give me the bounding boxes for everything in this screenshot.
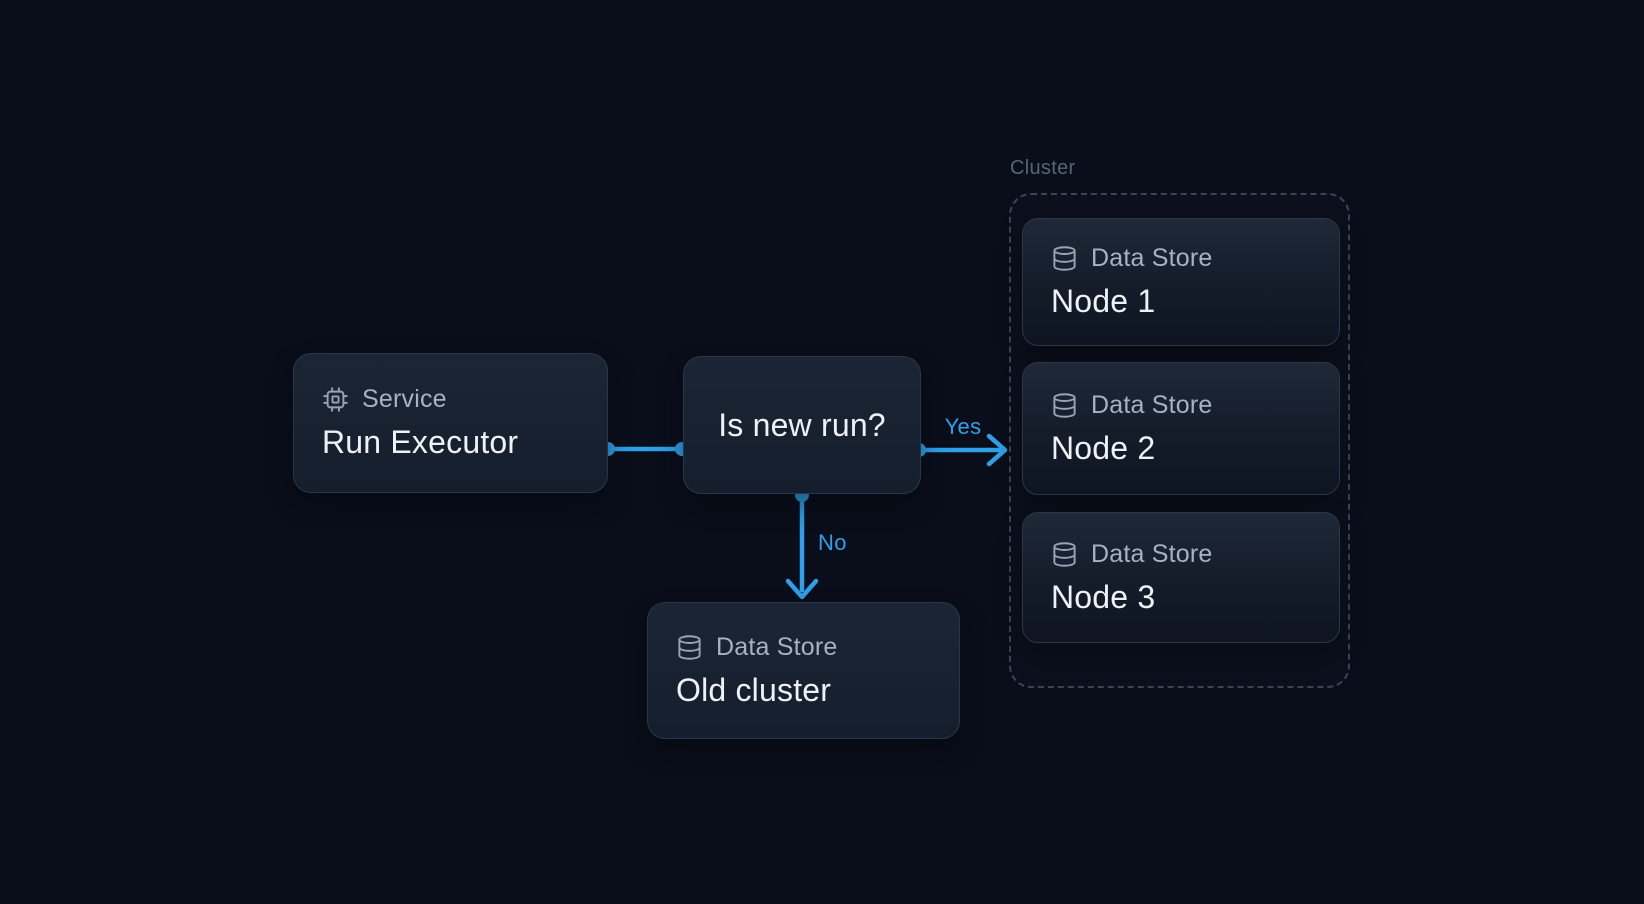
node-kind-label: Data Store	[1091, 244, 1213, 272]
node-title: Node 3	[1051, 578, 1156, 615]
node-datastore-1[interactable]: Data Store Node 1	[1022, 218, 1340, 346]
node-kind-row: Data Store	[1051, 391, 1311, 420]
edge-service-to-decision[interactable]	[601, 442, 689, 456]
node-kind-label: Data Store	[716, 632, 838, 661]
edge-decision-to-cluster-yes[interactable]	[912, 433, 1008, 467]
database-icon	[1051, 541, 1078, 568]
database-icon	[1051, 392, 1078, 419]
node-old-cluster[interactable]: Data Store Old cluster	[647, 602, 960, 739]
no-edge-label: No	[818, 530, 847, 555]
edge-decision-to-old-cluster-no[interactable]	[785, 488, 819, 600]
node-title: Old cluster	[676, 671, 832, 708]
node-title: Run Executor	[322, 424, 519, 460]
node-kind-row: Data Store	[1051, 540, 1311, 569]
node-datastore-2[interactable]: Data Store Node 2	[1022, 362, 1340, 495]
database-icon	[1051, 245, 1078, 272]
node-title: Node 2	[1051, 429, 1156, 466]
yes-edge-label: Yes	[944, 414, 982, 439]
cluster-label: Cluster	[1010, 157, 1076, 179]
node-decision[interactable]: Is new run?	[683, 356, 921, 494]
cluster-container[interactable]	[1009, 193, 1350, 688]
node-kind-row: Service	[322, 385, 579, 414]
node-kind-label: Data Store	[1091, 539, 1213, 568]
node-kind-row: Data Store	[676, 633, 931, 662]
node-datastore-3[interactable]: Data Store Node 3	[1022, 512, 1340, 643]
node-service[interactable]: Service Run Executor	[293, 353, 608, 493]
node-title: Is new run?	[718, 406, 886, 443]
node-kind-row: Data Store	[1051, 244, 1311, 273]
node-kind-label: Data Store	[1091, 390, 1213, 419]
database-icon	[676, 634, 703, 661]
node-title: Node 1	[1051, 283, 1156, 319]
cpu-icon	[322, 386, 349, 413]
node-kind-label: Service	[362, 385, 447, 413]
